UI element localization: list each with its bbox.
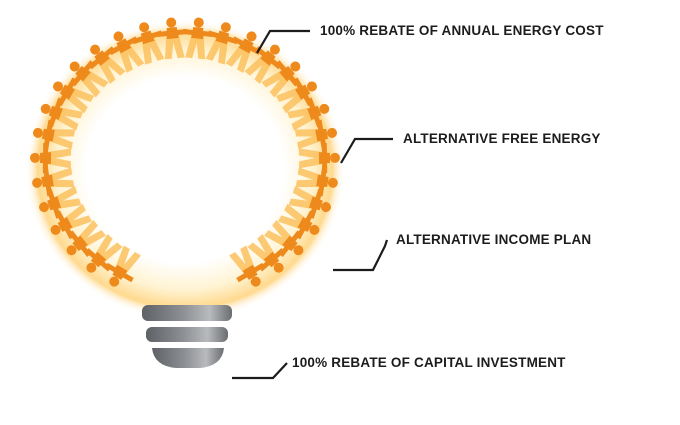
person-figure	[261, 60, 301, 98]
person-figure	[32, 166, 75, 197]
person-figure	[205, 22, 238, 65]
person-figure	[39, 186, 82, 219]
person-figure	[88, 44, 126, 84]
callout-line-2	[340, 137, 393, 164]
base-tip	[152, 348, 224, 368]
person-figure	[69, 60, 109, 98]
person-figure	[40, 97, 83, 131]
people-ring-icon	[30, 17, 340, 287]
person-figure	[50, 203, 93, 240]
callout-label-annual-energy-cost: 100% REBATE OF ANNUAL ENERGY COST	[320, 23, 604, 38]
person-figure	[228, 245, 265, 287]
person-figure	[53, 77, 95, 114]
person-figure	[277, 203, 320, 240]
person-figure	[294, 119, 338, 150]
person-figure	[157, 17, 188, 60]
callout-label-capital-investment: 100% REBATE OF CAPITAL INVESTMENT	[292, 355, 566, 370]
base-ring-1	[142, 305, 232, 321]
person-figure	[105, 245, 142, 287]
person-figure	[132, 22, 165, 65]
person-figure	[275, 77, 317, 114]
callout-line-4	[232, 362, 288, 380]
callout-label-free-energy: ALTERNATIVE FREE ENERGY	[403, 131, 601, 146]
person-figure	[85, 234, 123, 273]
person-figure	[182, 17, 213, 60]
person-figure	[109, 31, 145, 73]
callout-label-income-plan: ALTERNATIVE INCOME PLAN	[396, 232, 592, 247]
person-figure	[32, 119, 76, 150]
callout-line-1	[256, 29, 310, 54]
base-ring-2	[146, 327, 228, 342]
person-figure	[264, 219, 304, 257]
callout-line-3	[333, 239, 389, 272]
person-figure	[30, 142, 72, 174]
person-figure	[225, 31, 261, 73]
person-figure	[244, 44, 282, 84]
person-figure	[298, 142, 340, 174]
person-figure	[295, 166, 338, 197]
person-figure	[247, 234, 285, 273]
bulb-base-icon	[142, 305, 232, 368]
person-figure	[66, 219, 106, 257]
person-figure	[287, 97, 330, 131]
person-figure	[288, 186, 331, 219]
callout-lines	[232, 29, 393, 380]
